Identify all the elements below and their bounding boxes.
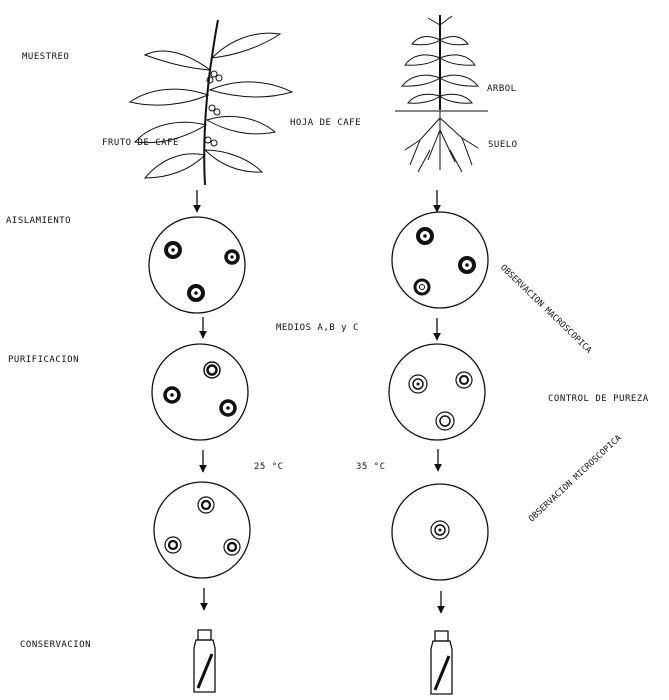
petri-dish-right-purification [389, 344, 485, 440]
petri-dish-right-incubation [392, 484, 488, 580]
petri-dish-right-isolation [392, 212, 488, 308]
coffee-tree-illustration [395, 15, 488, 172]
storage-bottle-right [431, 631, 452, 694]
storage-bottle-left [194, 630, 215, 692]
petri-dish-left-incubation [154, 482, 250, 578]
petri-dish-left-isolation [149, 217, 245, 313]
coffee-branch-illustration [130, 20, 292, 185]
petri-dish-left-purification [152, 344, 248, 440]
